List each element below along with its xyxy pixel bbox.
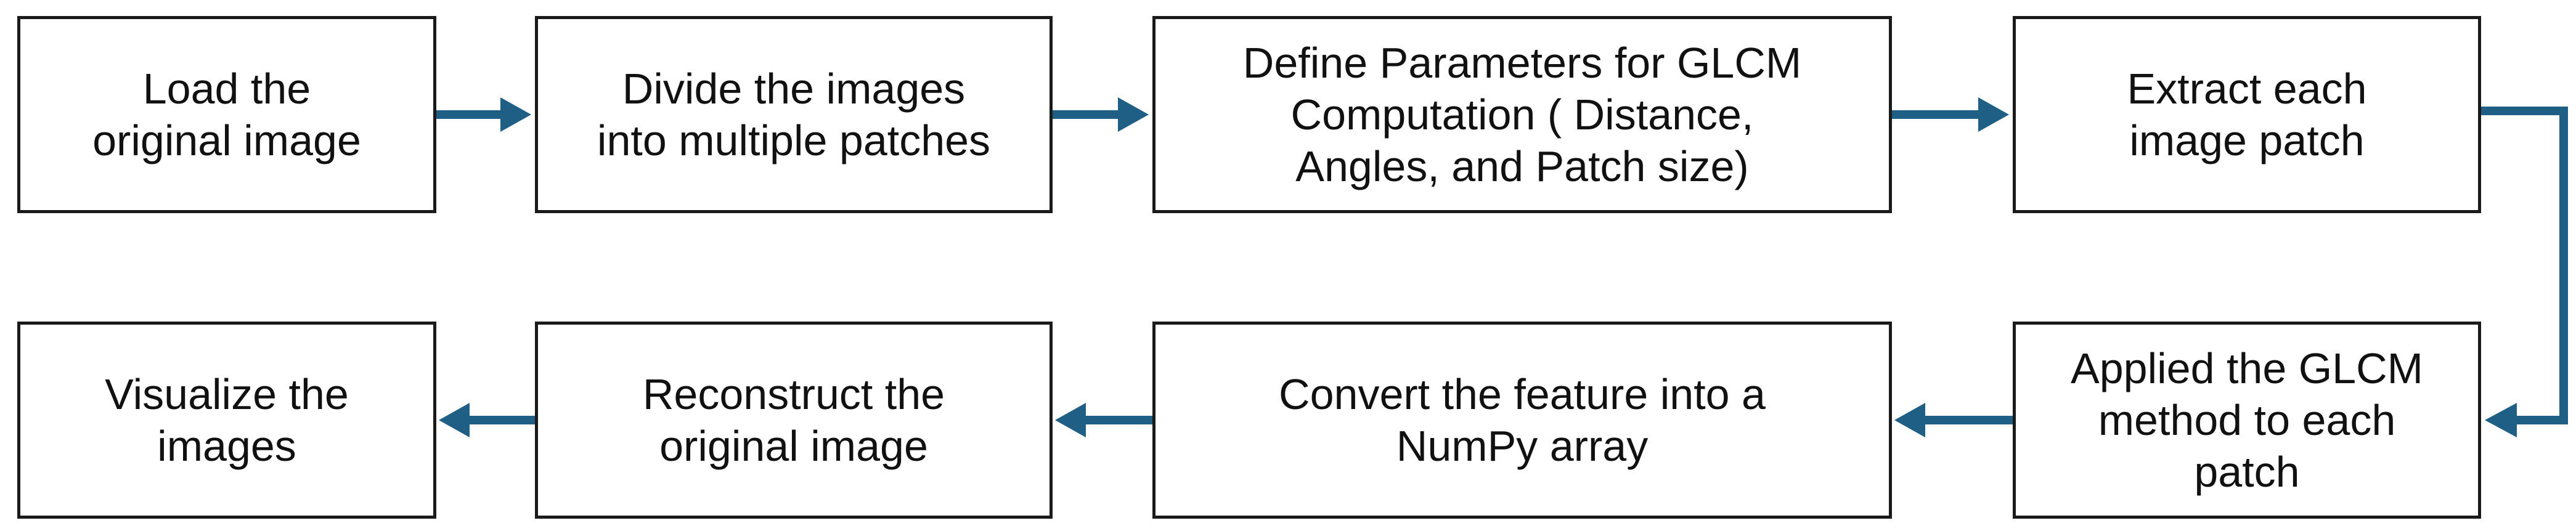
step-define-glcm-parameters: Define Parameters for GLCM Computation (… [1152,16,1892,213]
step-label: Divide the images into multiple patches [597,65,991,164]
step-reconstruct-image: Reconstruct the original image [535,322,1053,519]
step-extract-image-patch: Extract each image patch [2013,16,2481,213]
arrow-4-to-5 [2481,107,2568,437]
arrow-6-to-7 [1055,403,1152,437]
step-load-original-image: Load the original image [17,16,436,213]
step-label: Applied the GLCM method to each patch [2071,344,2423,496]
arrow-3-to-4 [1892,97,2009,132]
arrow-7-to-8 [439,403,535,437]
step-label: Convert the feature into a NumPy array [1279,370,1766,470]
step-visualize-images: Visualize the images [17,322,436,519]
step-divide-into-patches: Divide the images into multiple patches [535,16,1053,213]
arrow-5-to-6 [1894,403,2013,437]
step-label: Load the original image [92,65,361,164]
arrow-2-to-3 [1053,97,1149,132]
step-label: Define Parameters for GLCM Computation (… [1242,39,1802,190]
step-convert-to-numpy: Convert the feature into a NumPy array [1152,322,1892,519]
step-label: Visualize the images [105,370,349,470]
arrow-1-to-2 [436,97,531,132]
step-label: Extract each image patch [2127,65,2367,164]
step-label: Reconstruct the original image [642,370,945,470]
step-apply-glcm-method: Applied the GLCM method to each patch [2013,322,2481,519]
